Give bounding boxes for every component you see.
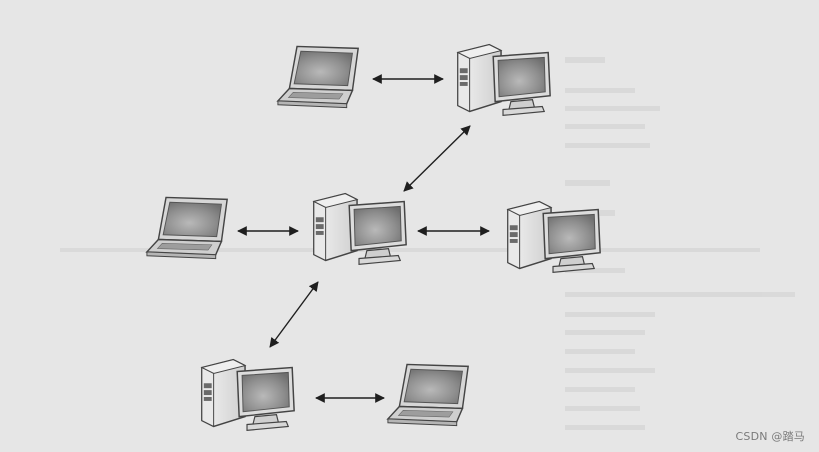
desktop-computer-icon-top-right: [457, 43, 551, 117]
arrow-desktop-center-to-desktop-top-right: [403, 125, 471, 192]
arrow-desktop-center-to-desktop-bottom-left: [269, 281, 319, 348]
desktop-computer-icon-bottom-left: [201, 358, 295, 432]
desktop-computer-icon-middle-right: [507, 200, 601, 274]
csdn-watermark: CSDN @踏马: [735, 430, 805, 443]
connection-arrows: [237, 74, 490, 403]
laptop-icon-top: [277, 45, 359, 109]
laptop-icon-middle-left: [146, 196, 228, 260]
desktop-computer-icon-center: [313, 192, 407, 266]
laptop-icon-bottom-right: [387, 363, 469, 427]
